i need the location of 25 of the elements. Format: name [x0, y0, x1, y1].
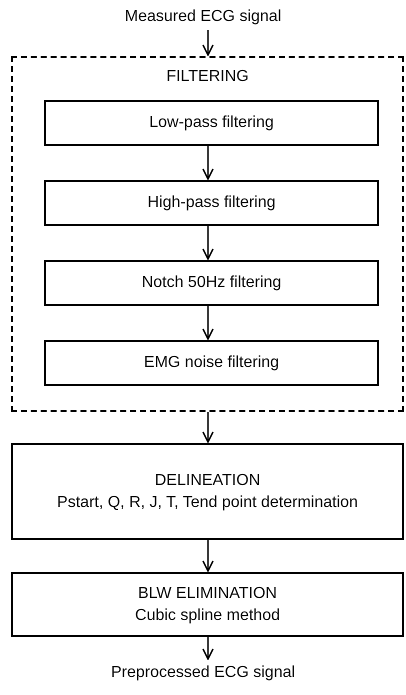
arrow	[202, 226, 214, 260]
process-box	[44, 100, 379, 146]
arrow	[202, 30, 214, 56]
signal-label: Preprocessed ECG signal	[110, 663, 296, 683]
box-title: BLW ELIMINATION	[137, 584, 278, 604]
arrow	[202, 146, 214, 180]
box-title: EMG noise filtering	[142, 353, 280, 373]
box-title: Notch 50Hz filtering	[140, 273, 282, 293]
process-box	[44, 260, 379, 306]
box-title: DELINEATION	[154, 470, 262, 490]
arrow	[202, 637, 214, 660]
dashed-group-box	[11, 56, 404, 412]
signal-label: Measured ECG signal	[124, 7, 282, 27]
box-title: High-pass filtering	[146, 193, 277, 213]
arrow	[202, 306, 214, 340]
process-box	[44, 180, 379, 226]
arrow	[202, 412, 214, 443]
box-text: Pstart, Q, R, J, T, Tend point determination	[56, 492, 359, 512]
box-title: FILTERING	[165, 67, 250, 87]
box-title: Low-pass filtering	[148, 113, 275, 133]
arrow	[202, 540, 214, 572]
process-box	[44, 340, 379, 386]
process-box	[11, 443, 404, 540]
box-text: Cubic spline method	[134, 606, 281, 626]
process-box	[11, 572, 404, 637]
